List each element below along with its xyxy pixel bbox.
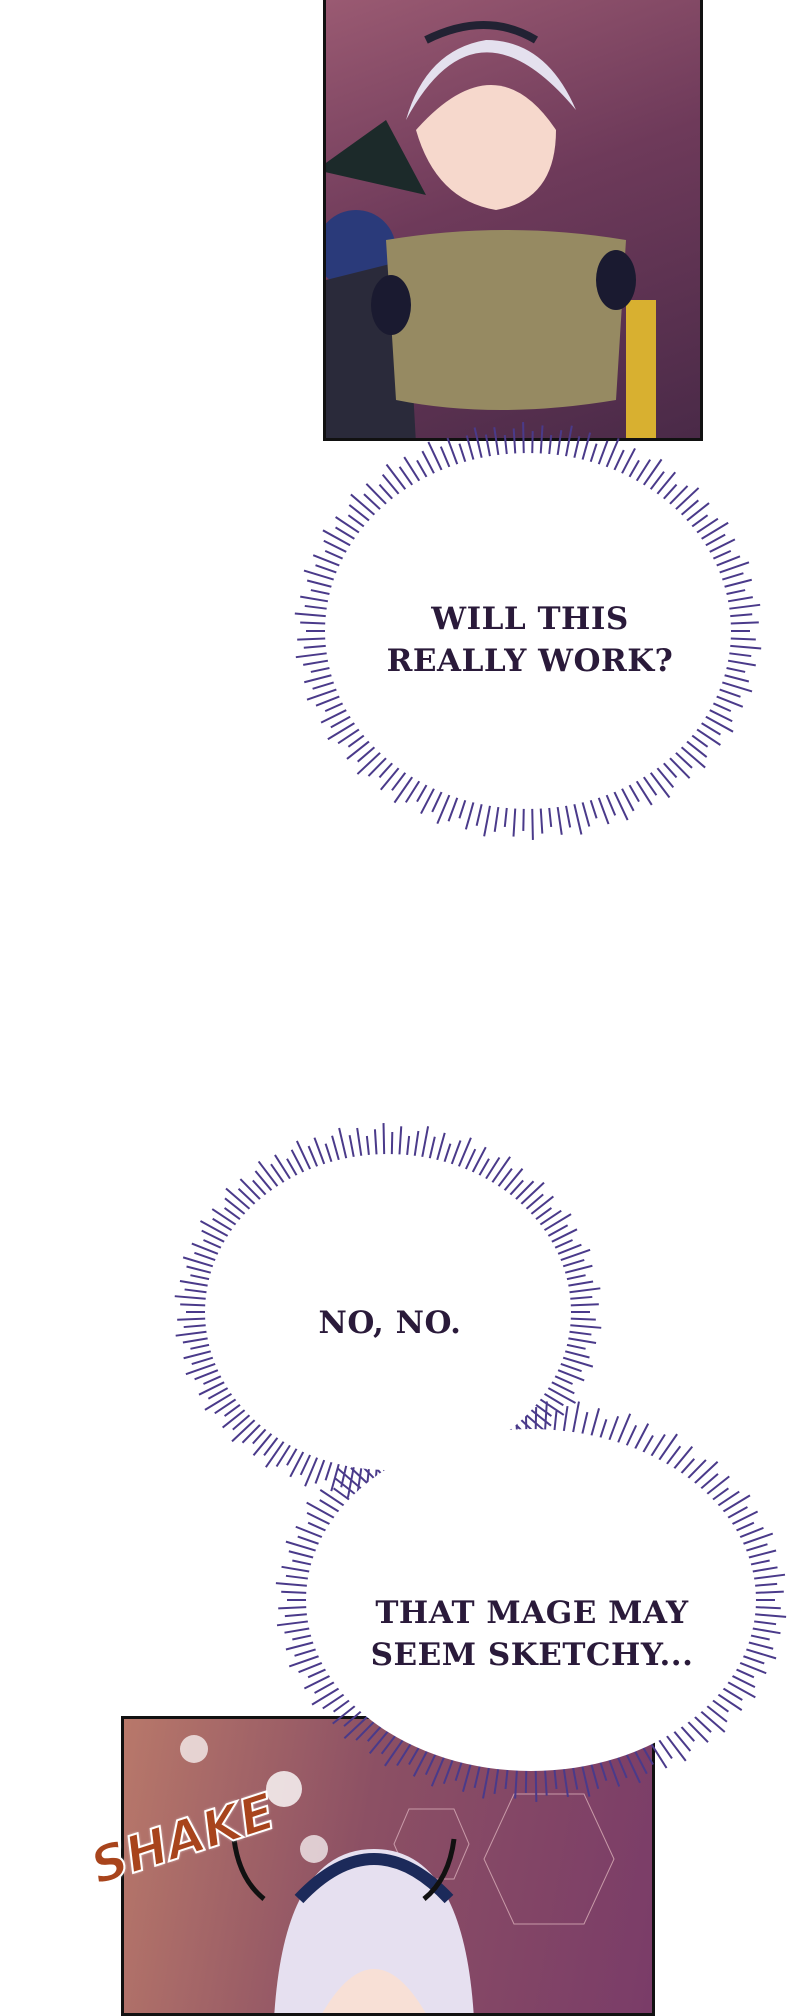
bubble-line: SEEM SKETCHY...	[370, 1637, 694, 1673]
speech-bubble-3-text: THAT MAGE MAY SEEM SKETCHY...	[332, 1592, 732, 1676]
speech-bubble-1-text: WILL THIS REALLY WORK?	[330, 598, 730, 682]
comic-panel-top	[323, 0, 703, 441]
bubble-line: THAT MAGE MAY	[375, 1595, 689, 1631]
bubble-line: REALLY WORK?	[386, 643, 674, 679]
bubble-line: WILL THIS	[431, 601, 629, 637]
panel-art-women-with-cloth	[326, 21, 656, 438]
comic-panel-bottom	[121, 1716, 655, 2016]
speech-bubble-2-text: NO, NO.	[190, 1302, 590, 1344]
panel-art-woman-shaking-head	[180, 1735, 615, 2013]
bubble-line: NO, NO.	[318, 1305, 462, 1341]
